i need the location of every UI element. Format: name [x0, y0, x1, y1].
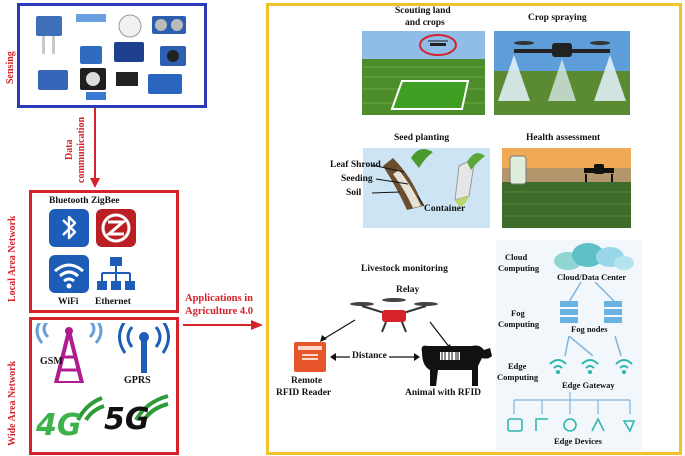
- sensing-box: [17, 3, 207, 108]
- 5g-label: 5G: [104, 402, 150, 437]
- fog-to-edge-lines: [555, 336, 635, 356]
- health-assessment-title: Health assessment: [526, 133, 600, 143]
- cloud-to-fog-lines: [555, 282, 635, 302]
- distance-label: Distance: [350, 351, 389, 361]
- livestock-title: Livestock monitoring: [361, 264, 448, 274]
- gsm-label: GSM: [40, 356, 63, 367]
- remote-label-2: RFID Reader: [276, 388, 331, 398]
- animal-rfid-label: Animal with RFID: [405, 388, 481, 398]
- bluetooth-zigbee-label: Bluetooth ZigBee: [49, 196, 119, 206]
- seed-planting-title: Seed planting: [394, 133, 449, 143]
- data-communication-arrow: [88, 108, 102, 190]
- lan-label: Local Area Network: [7, 216, 18, 302]
- edge-computing-label-1: Edge: [508, 362, 526, 371]
- gsm-tower-icon: [34, 323, 104, 383]
- bluetooth-icon: [49, 209, 89, 247]
- scouting-title-2: and crops: [405, 18, 445, 28]
- data-communication-label-1: Data: [64, 139, 75, 160]
- fog-computing-label-1: Fog: [511, 309, 525, 318]
- fog-node-icon-1: [560, 301, 578, 323]
- data-communication-label-2: communication: [76, 117, 87, 183]
- edge-gateway-label: Edge Gateway: [562, 381, 615, 390]
- applications-label-2: Agriculture 4.0: [185, 306, 253, 317]
- wifi-icon: [49, 255, 89, 293]
- fog-nodes-label: Fog nodes: [571, 325, 608, 334]
- scouting-title-1: Scouting land: [395, 6, 451, 16]
- edge-gateway-icons: [546, 354, 640, 378]
- sensing-label: Sensing: [5, 51, 16, 84]
- cloud-computing-label-1: Cloud: [505, 253, 527, 262]
- ethernet-icon: [96, 255, 136, 293]
- health-assessment-image: [502, 148, 631, 228]
- relay-label: Relay: [396, 285, 419, 295]
- wan-label: Wide Area Network: [7, 361, 18, 446]
- crop-spraying-image: [494, 31, 630, 115]
- applications-label-1: Applications in: [185, 293, 253, 304]
- gprs-antenna-icon: [116, 323, 172, 373]
- 4g-label: 4G: [36, 408, 82, 443]
- gprs-label: GPRS: [124, 375, 151, 386]
- cloud-center-label: Cloud/Data Center: [557, 273, 626, 282]
- scouting-image: [362, 31, 485, 115]
- cloud-icon: [548, 241, 638, 271]
- lan-box: Bluetooth ZigBee WiFi: [29, 190, 179, 313]
- fog-computing-label-2: Computing: [498, 320, 539, 329]
- cow-icon: [416, 342, 494, 388]
- cloud-computing-label-2: Computing: [498, 264, 539, 273]
- remote-label-1: Remote: [291, 376, 322, 386]
- seed-pointer-lines: [364, 160, 434, 210]
- wifi-label: WiFi: [58, 297, 78, 307]
- ethernet-label: Ethernet: [95, 297, 131, 307]
- sensors-image: [28, 10, 196, 102]
- fog-node-icon-2: [604, 301, 622, 323]
- edge-devices-label: Edge Devices: [554, 437, 602, 446]
- wan-box: GSM GPRS 4G 5G: [29, 317, 179, 455]
- edge-computing-label-2: Computing: [497, 373, 538, 382]
- soil-label: Soil: [346, 188, 361, 198]
- rfid-reader-icon: [292, 340, 328, 374]
- edge-device-icons: [506, 415, 640, 435]
- zigbee-icon: [96, 209, 136, 247]
- applications-arrow: [183, 318, 265, 332]
- crop-spraying-title: Crop spraying: [528, 13, 587, 23]
